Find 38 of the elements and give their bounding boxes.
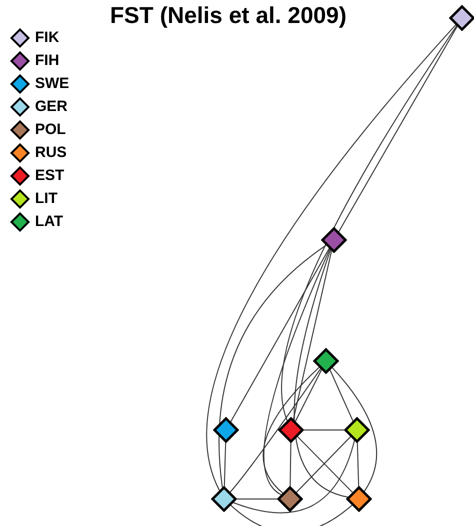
population-marker: [278, 417, 304, 443]
legend-label: SWE: [35, 76, 70, 91]
connector-line: [281, 25, 458, 422]
connector-line: [356, 442, 360, 487]
connector-line: [294, 369, 322, 422]
connector-line: [230, 504, 353, 526]
connector-line: [218, 244, 327, 488]
population-marker: [277, 486, 303, 512]
connector-line: [232, 440, 355, 514]
population-marker: [211, 486, 237, 512]
connector-line: [330, 369, 354, 422]
connector-line: [236, 498, 278, 500]
connector-line: [230, 248, 330, 422]
connector-line: [292, 250, 332, 420]
connector-line: [290, 442, 292, 487]
legend-label: LIT: [35, 191, 58, 206]
connector-line: [224, 442, 226, 487]
connector-line: [262, 366, 320, 494]
connector-line: [263, 248, 330, 496]
connector-line: [332, 367, 378, 492]
connector-line: [338, 26, 458, 232]
population-marker: [344, 417, 370, 443]
population-marker: [321, 227, 347, 253]
population-marker: [449, 5, 474, 31]
connector-line: [230, 368, 322, 493]
connector-line: [294, 249, 348, 498]
legend-label: GER: [35, 99, 68, 114]
population-marker: [213, 417, 239, 443]
legend-label: FIK: [35, 30, 60, 45]
legend-label: EST: [35, 168, 64, 183]
chart-title: FST (Nelis et al. 2009): [110, 4, 346, 27]
legend-label: RUS: [35, 145, 67, 160]
legend-label: LAT: [35, 214, 64, 229]
population-marker: [313, 348, 339, 374]
connector-line: [206, 24, 456, 492]
legend-label: POL: [35, 122, 66, 137]
legend-label: FIH: [35, 53, 60, 68]
population-marker: [346, 486, 372, 512]
